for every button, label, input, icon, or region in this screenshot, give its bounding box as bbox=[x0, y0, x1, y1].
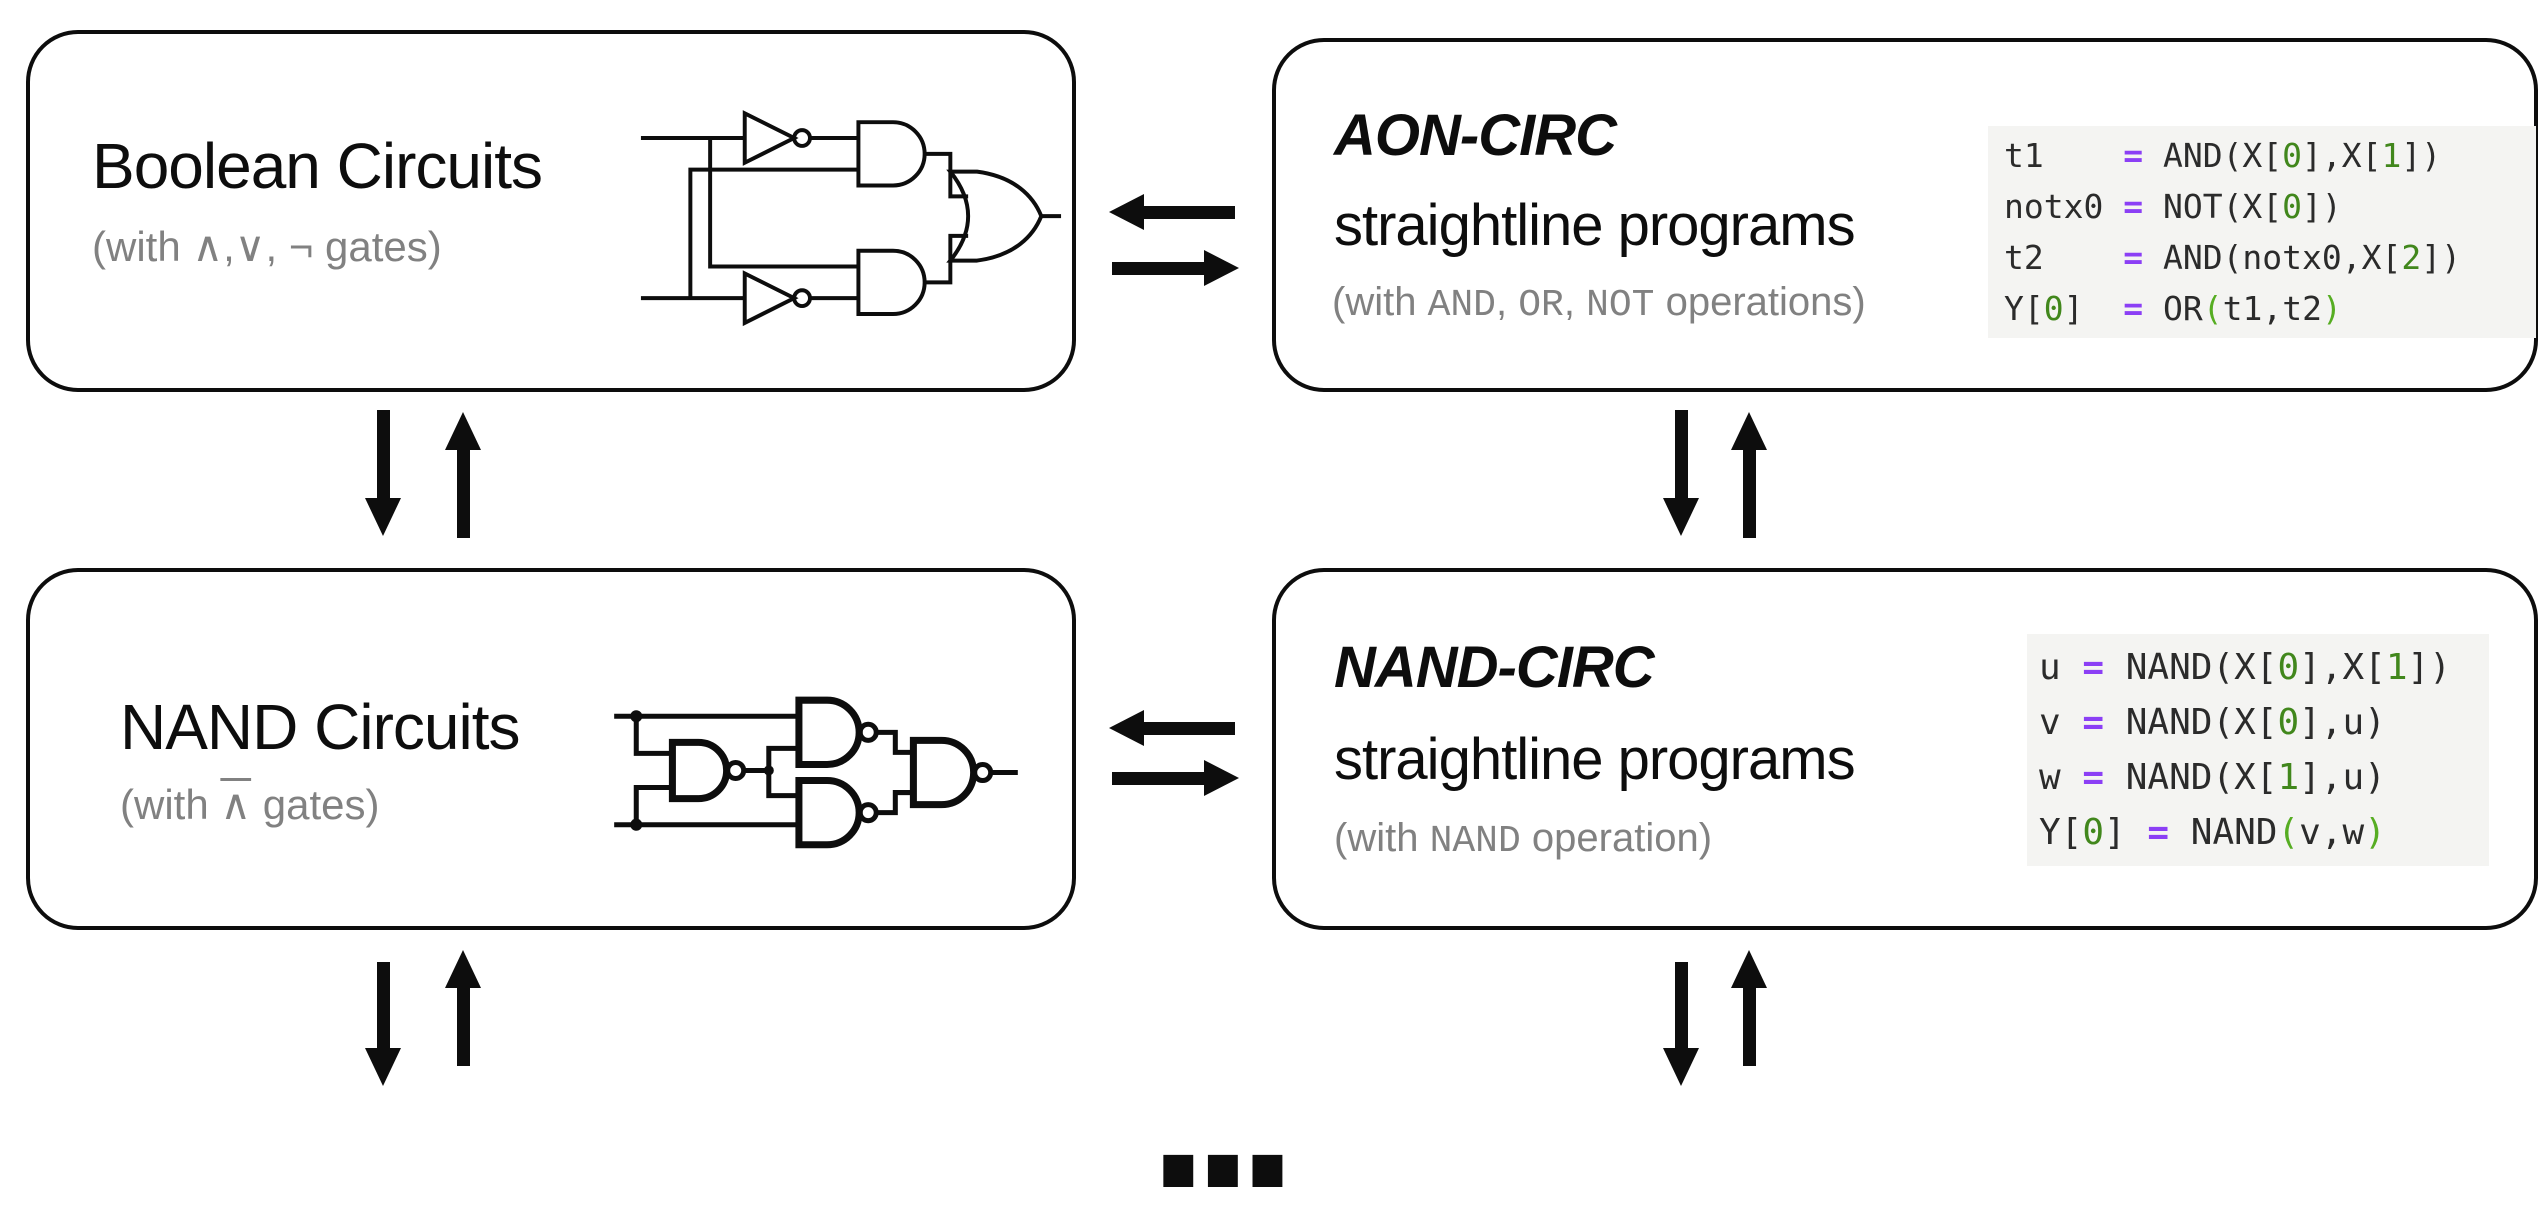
subtitle-part: (with bbox=[120, 781, 221, 828]
aon-subtitle: (with AND, OR, NOT operations) bbox=[1332, 280, 1866, 327]
arrow-right-icon bbox=[1112, 758, 1240, 798]
subtitle-part: OR bbox=[1518, 284, 1564, 327]
nand-circ-box: NAND-CIRC straightline programs (with NA… bbox=[1272, 568, 2538, 930]
code-line: notx0 = NOT(X[0]) bbox=[2004, 187, 2342, 226]
nand-circ-subtitle: (with NAND operation) bbox=[1334, 816, 1712, 863]
arrow-up-icon bbox=[443, 412, 483, 540]
nand-gate bbox=[668, 696, 994, 849]
subtitle-part: (with ∧,∨, ¬ gates) bbox=[92, 223, 442, 270]
code-line: w = NAND(X[1],u) bbox=[2039, 757, 2386, 798]
subtitle-part: (with bbox=[1332, 280, 1428, 324]
code-line: Y[0] = OR(t1,t2) bbox=[2004, 289, 2342, 328]
aon-code-block: t1 = AND(X[0],X[1]) notx0 = NOT(X[0]) t2 =… bbox=[1988, 126, 2536, 338]
arrow-left-icon bbox=[1108, 708, 1236, 748]
circuit-wires bbox=[640, 136, 1062, 301]
subtitle-part: NOT bbox=[1586, 284, 1655, 327]
code-line: t2 = AND(notx0,X[2]) bbox=[2004, 238, 2461, 277]
boolean-circuits-subtitle: (with ∧,∨, ¬ gates) bbox=[92, 222, 442, 271]
arrow-up-icon bbox=[1729, 412, 1769, 540]
subtitle-part: ∧ bbox=[220, 781, 252, 828]
arrow-right-icon bbox=[1112, 248, 1240, 288]
circuit-wires bbox=[614, 713, 1018, 828]
subtitle-part: , bbox=[1563, 280, 1587, 324]
code-line: u = NAND(X[0],X[1]) bbox=[2039, 647, 2451, 688]
code-line: v = NAND(X[0],u) bbox=[2039, 702, 2386, 743]
ellipsis-more-models: ... bbox=[1146, 1030, 1300, 1220]
nand-straightline-title: straightline programs bbox=[1334, 727, 1856, 792]
arrow-down-icon bbox=[1661, 410, 1701, 538]
arrow-down-icon bbox=[1661, 962, 1701, 1088]
arrow-up-icon bbox=[443, 950, 483, 1068]
subtitle-part: operation) bbox=[1520, 816, 1713, 860]
subtitle-part: operations) bbox=[1654, 280, 1866, 324]
not-gate bbox=[742, 110, 812, 327]
subtitle-part: AND bbox=[1427, 284, 1496, 327]
arrow-up-icon bbox=[1729, 950, 1769, 1068]
nand-circuits-subtitle: (with ∧ gates) bbox=[120, 780, 380, 829]
subtitle-part: gates) bbox=[251, 781, 380, 828]
subtitle-part: (with bbox=[1334, 816, 1430, 860]
nand-circ-title: NAND-CIRC bbox=[1334, 635, 1655, 700]
aon-circ-title: AON-CIRC bbox=[1334, 103, 1617, 168]
nand-circuit-icon bbox=[614, 696, 1018, 849]
aon-straightline-title: straightline programs bbox=[1334, 193, 1856, 258]
arrow-down-icon bbox=[363, 410, 403, 538]
subtitle-part: , bbox=[1496, 280, 1519, 324]
nand-circuits-box: NAND Circuits (with ∧ gates) bbox=[26, 568, 1076, 930]
nand-code-block: u = NAND(X[0],X[1]) v = NAND(X[0],u) w = N… bbox=[2027, 634, 2489, 866]
subtitle-part: NAND bbox=[1429, 820, 1521, 863]
or-gate bbox=[946, 169, 1044, 263]
aon-circ-box: AON-CIRC straightline programs (with AND… bbox=[1272, 38, 2538, 392]
arrow-left-icon bbox=[1108, 192, 1236, 232]
boolean-circuits-title: Boolean Circuits bbox=[92, 130, 543, 202]
boolean-circuit-icon bbox=[640, 110, 1062, 327]
boolean-circuits-box: Boolean Circuits (with ∧,∨, ¬ gates) bbox=[26, 30, 1076, 392]
code-line: Y[0] = NAND(v,w) bbox=[2039, 812, 2386, 853]
code-line: t1 = AND(X[0],X[1]) bbox=[2004, 136, 2442, 175]
arrow-down-icon bbox=[363, 962, 403, 1088]
and-gate bbox=[856, 120, 927, 316]
nand-circuits-title: NAND Circuits bbox=[120, 691, 520, 763]
wire-junction-dot bbox=[630, 710, 774, 831]
